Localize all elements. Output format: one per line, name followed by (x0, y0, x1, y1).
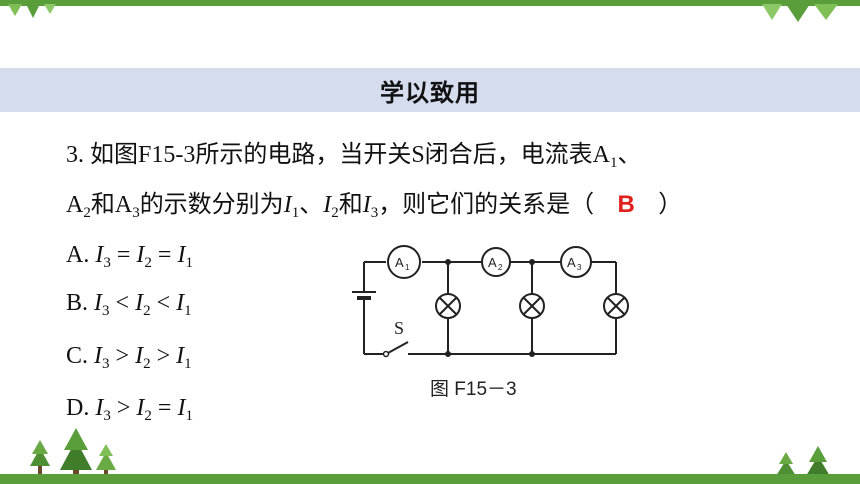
option-a[interactable]: A. I3 = I2 = I1 (66, 242, 193, 271)
lamp-3 (603, 293, 629, 319)
var-i2: I (136, 242, 145, 268)
var-i3: I (94, 290, 103, 316)
junction-dot (529, 259, 535, 265)
figure-caption: 图 F15－3 (430, 379, 517, 400)
current-i1: I (283, 192, 292, 218)
ammeter-a2-letter: A (488, 255, 497, 270)
var-i1: I (176, 343, 185, 369)
and-a3-label: 和A (90, 192, 133, 218)
var-i3: I (94, 343, 103, 369)
ammeter-a2: A 2 (481, 247, 511, 277)
sub: 3 (102, 303, 110, 319)
top-border (0, 0, 860, 6)
tree-cluster-left-icon (30, 428, 116, 476)
current-i2-subscript: 2 (331, 205, 339, 221)
option-letter: C. (66, 343, 89, 369)
operator: < (150, 290, 177, 316)
var-i2: I (136, 395, 145, 421)
sub: 1 (185, 255, 193, 271)
sub: 3 (103, 255, 111, 271)
var-i3: I (95, 242, 104, 268)
ammeter2-subscript: 2 (83, 205, 91, 221)
var-i2: I (135, 290, 144, 316)
sub: 3 (103, 408, 111, 424)
question-text-tail: ，则它们的关系是（ (378, 192, 595, 218)
current-i3-subscript: 3 (370, 205, 379, 221)
sub: 1 (184, 356, 192, 372)
var-i2: I (135, 343, 144, 369)
var-i3: I (95, 395, 104, 421)
switch-contact (382, 350, 390, 358)
and-word: 和 (338, 192, 363, 218)
circuit-diagram: S A 1 A 2 A 3 (352, 245, 629, 358)
switch-label: S (394, 318, 404, 338)
ammeter-a3-letter: A (567, 255, 576, 270)
question-text-mid: 的示数分别为 (139, 192, 284, 218)
sub: 2 (144, 255, 152, 271)
operator: < (109, 290, 136, 316)
operator: = (151, 395, 178, 421)
question-text-1: 如图F15-3所示的电路，当开关S闭合后，电流表A (90, 142, 611, 168)
sub: 2 (143, 303, 151, 319)
junction-dot (445, 351, 451, 357)
option-letter: D. (66, 395, 90, 421)
sub: 2 (144, 408, 152, 424)
answer-slot: B (594, 191, 658, 219)
lamp-2 (519, 293, 545, 319)
var-i1: I (177, 395, 186, 421)
switch-lever (387, 341, 409, 354)
ammeter-a3-sub: 3 (577, 263, 582, 272)
var-i1: I (177, 242, 186, 268)
ammeter-a2-sub: 2 (498, 263, 503, 272)
question-line-1: 3. 如图F15-3所示的电路，当开关S闭合后，电流表A1、 (66, 134, 642, 171)
lamp-1 (435, 293, 461, 319)
current-i1-subscript: 1 (291, 205, 300, 221)
ammeter1-subscript: 1 (610, 155, 618, 171)
closing-paren: ） (658, 192, 683, 218)
sub: 2 (143, 356, 151, 372)
operator: > (110, 395, 137, 421)
sub: 3 (102, 356, 110, 372)
sub: 1 (185, 408, 193, 424)
tree-cluster-right-icon (776, 446, 830, 476)
separator: 、 (299, 192, 324, 218)
junction-dot (529, 351, 535, 357)
ammeter3-subscript: 3 (132, 205, 140, 221)
top-left-leaf-decoration (8, 4, 56, 18)
ammeter-a1: A 1 (387, 245, 421, 279)
junction-dot (445, 259, 451, 265)
option-b[interactable]: B. I3 < I2 < I1 (66, 290, 192, 319)
section-title: 学以致用 (380, 78, 480, 107)
option-letter: B. (66, 290, 89, 316)
question-number: 3. (66, 142, 84, 168)
sub: 1 (184, 303, 192, 319)
option-c[interactable]: C. I3 > I2 > I1 (66, 343, 192, 372)
question-line-2: A2和A3的示数分别为I1、I2和I3，则它们的关系是（B） (66, 184, 683, 221)
answer-mark: B (617, 191, 635, 218)
ammeter-a1-sub: 1 (405, 263, 410, 272)
top-right-leaf-decoration (762, 4, 838, 22)
option-d[interactable]: D. I3 > I2 = I1 (66, 395, 193, 424)
section-header-band: 学以致用 (0, 68, 860, 112)
current-i2: I (323, 192, 332, 218)
ammeter2-label: A (66, 192, 84, 218)
ammeter-a1-letter: A (395, 255, 404, 270)
operator: > (109, 343, 136, 369)
ammeter-a3: A 3 (560, 246, 592, 278)
var-i1: I (176, 290, 185, 316)
operator: = (110, 242, 137, 268)
operator: = (151, 242, 178, 268)
bottom-border (0, 474, 860, 484)
option-letter: A. (66, 242, 90, 268)
current-i3: I (362, 192, 371, 218)
question-text-1-end: 、 (617, 142, 642, 168)
operator: > (150, 343, 177, 369)
